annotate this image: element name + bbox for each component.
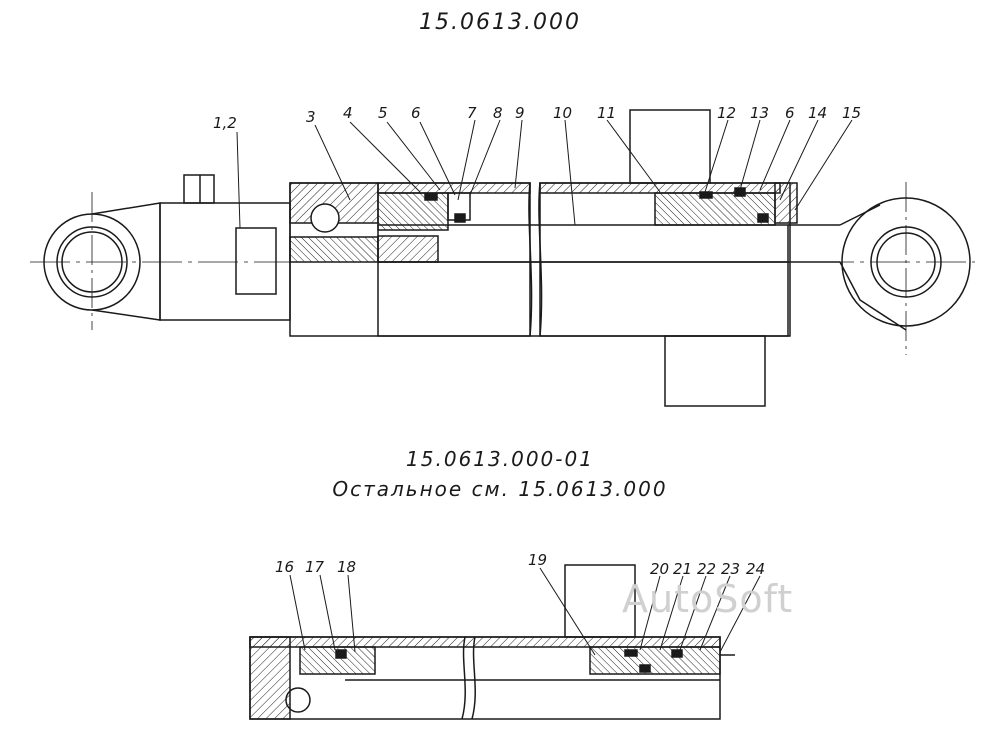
callout-3: 3 bbox=[306, 108, 316, 126]
variant-note: Остальное см. 15.0613.000 bbox=[332, 477, 668, 501]
drawing-title-variant: 15.0613.000-01 bbox=[406, 447, 594, 471]
bottom-callouts: 16 17 18 19 20 21 22 23 24 bbox=[275, 551, 765, 578]
callout-24: 24 bbox=[746, 560, 765, 578]
callout-6b: 6 bbox=[785, 104, 795, 122]
bottom-leaders bbox=[289, 567, 761, 656]
callout-18: 18 bbox=[337, 558, 356, 576]
callout-20: 20 bbox=[650, 560, 669, 578]
callout-16: 16 bbox=[275, 558, 294, 576]
callout-4: 4 bbox=[343, 104, 353, 122]
callout-9: 9 bbox=[515, 104, 525, 122]
callout-11: 11 bbox=[597, 104, 616, 122]
callout-7: 7 bbox=[467, 104, 477, 122]
callout-10: 10 bbox=[553, 104, 572, 122]
callout-19: 19 bbox=[528, 551, 547, 569]
callout-21: 21 bbox=[673, 560, 692, 578]
callout-12: 12 bbox=[717, 104, 736, 122]
callout-5: 5 bbox=[378, 104, 388, 122]
watermark: AutoSoft bbox=[622, 577, 793, 621]
drawing-title-main: 15.0613.000 bbox=[419, 10, 581, 35]
bottom-assembly bbox=[249, 564, 735, 720]
callout-17: 17 bbox=[305, 558, 325, 576]
callout-15: 15 bbox=[842, 104, 861, 122]
callout-14: 14 bbox=[808, 104, 827, 122]
callout-1-2: 1,2 bbox=[213, 114, 237, 132]
top-assembly bbox=[30, 109, 975, 407]
top-leaders bbox=[236, 119, 853, 229]
callout-6a: 6 bbox=[411, 104, 421, 122]
callout-13: 13 bbox=[750, 104, 769, 122]
top-callouts: 1,2 3 4 5 6 7 8 9 10 11 12 13 6 14 15 bbox=[213, 104, 861, 132]
callout-22: 22 bbox=[697, 560, 716, 578]
callout-8: 8 bbox=[493, 104, 503, 122]
callout-23: 23 bbox=[721, 560, 740, 578]
